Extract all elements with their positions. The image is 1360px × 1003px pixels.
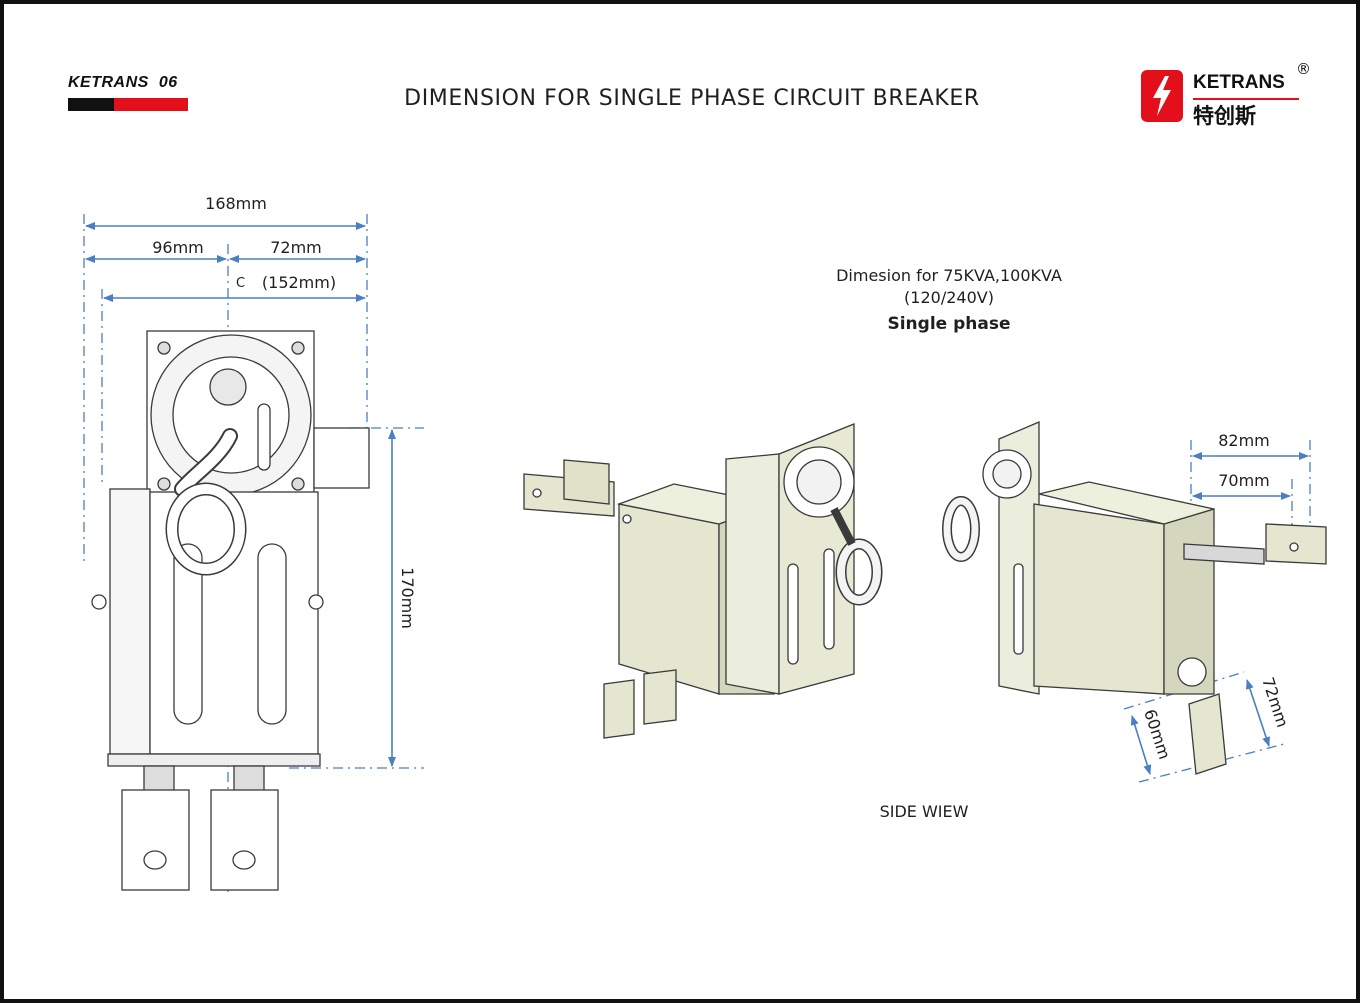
page-title: DIMENSION FOR SINGLE PHASE CIRCUIT BREAK… (404, 86, 980, 111)
dim-outer-length: 82mm (1218, 431, 1270, 450)
logo-divider (1193, 98, 1299, 100)
dim-left-width: 96mm (152, 238, 204, 257)
brand-left-text: KETRANS 06 (68, 74, 188, 92)
rating-caption: Dimesion for 75KVA,100KVA (836, 266, 1062, 285)
voltage-caption: (120/240V) (904, 288, 994, 307)
logo-chinese-name: 特创斯 (1193, 104, 1256, 128)
ring-handle (165, 403, 271, 576)
brand-bar-red (114, 98, 188, 111)
brand-name: KETRANS (68, 74, 149, 91)
dim-right-width: 72mm (270, 238, 322, 257)
iso-ring-handle (830, 507, 883, 606)
dim-inner-length: 70mm (1218, 471, 1270, 490)
dim-height: 170mm (398, 567, 417, 629)
dim-terminal-b: 72mm (1258, 675, 1292, 730)
brand-left: KETRANS 06 (68, 74, 188, 111)
page-number: 06 (158, 74, 178, 91)
dim-total-width: 168mm (205, 194, 267, 213)
lightning-bolt-icon (1141, 70, 1183, 122)
brand-bar (68, 98, 188, 111)
drawing-canvas: 168mm 96mm 72mm (152mm) C 170mm (83, 194, 1327, 894)
brand-bar-black (68, 98, 114, 111)
dim-inner-width: (152mm) (262, 273, 336, 292)
side-view: 82mm 70mm 60mm 72mm (942, 421, 1327, 783)
center-mark: C (236, 276, 245, 291)
isometric-view (523, 423, 883, 739)
registered-mark: ® (1296, 60, 1311, 78)
brand-logo: KETRANS ® 特创斯 (1141, 60, 1311, 132)
front-view: 168mm 96mm 72mm (152mm) C 170mm (83, 194, 424, 894)
logo-name: KETRANS (1193, 72, 1285, 93)
dim-terminal-a: 60mm (1140, 707, 1174, 762)
side-ring-handle (942, 496, 980, 562)
side-view-caption: SIDE WIEW (879, 802, 969, 821)
phase-caption: Single phase (887, 314, 1011, 334)
breaker-front-body (91, 330, 370, 891)
